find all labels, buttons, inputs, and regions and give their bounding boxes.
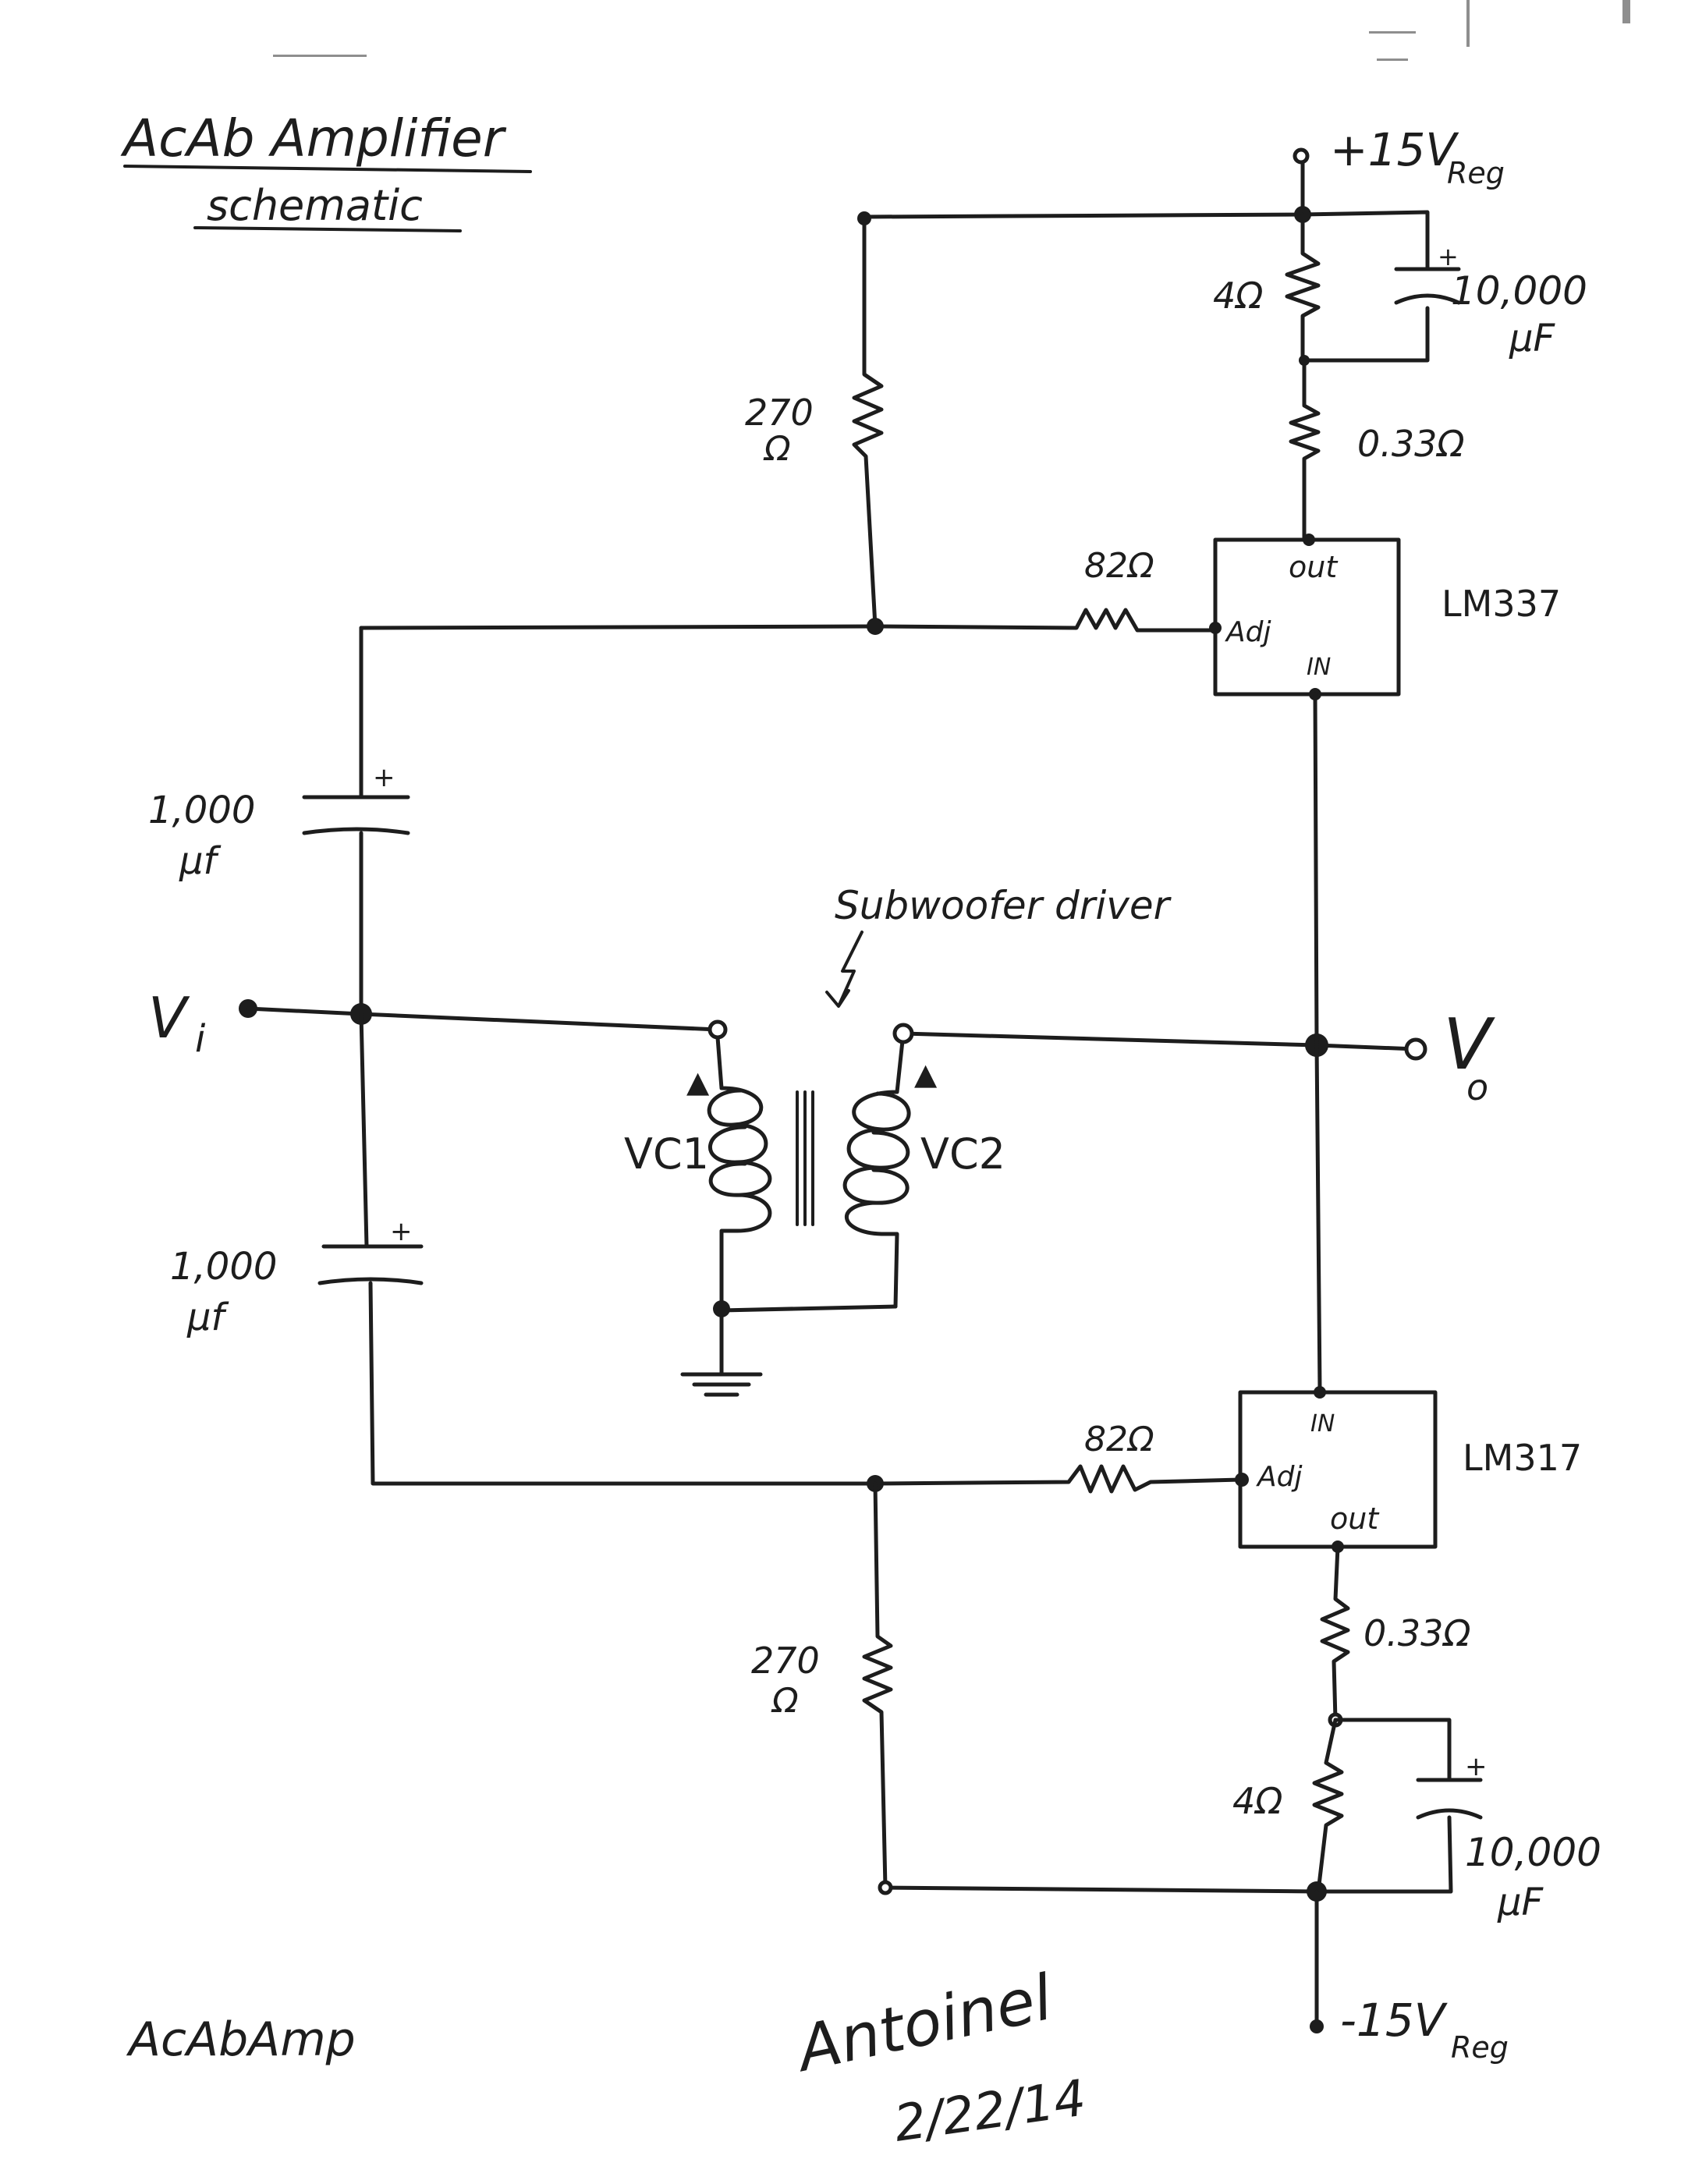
scan-marks	[273, 0, 1630, 61]
upper-cap-unit: µF	[1509, 317, 1556, 360]
upper-0-33ohm-label: 0.33Ω	[1357, 423, 1465, 465]
vc2-output-wire	[901, 1031, 1418, 1051]
vi-wire	[246, 1006, 720, 1032]
negative-supply-label: -15V	[1340, 1994, 1449, 2047]
lm317-out-label: out	[1330, 1502, 1380, 1536]
upper-adj-wire	[359, 608, 1218, 633]
vc2-coil	[842, 1031, 911, 1309]
upper-1000uf-value: 1,000	[148, 789, 255, 832]
upper-1000uf-capacitor	[302, 795, 410, 835]
upper-1000uf-unit: µf	[179, 839, 222, 883]
lower-1000uf-capacitor	[317, 1244, 424, 1285]
negative-supply-subscript: Reg	[1451, 2030, 1509, 2065]
transformer-core	[796, 1090, 814, 1226]
upper-82ohm-label: 82Ω	[1084, 546, 1154, 586]
vc1-top-terminal	[707, 1019, 728, 1040]
upper-0-33ohm-resistor	[1289, 358, 1321, 542]
driver-arrow	[825, 931, 864, 1008]
vc1-label: VC1	[624, 1129, 709, 1179]
center-vertical-wire	[1313, 692, 1322, 1392]
lower-network-wire	[883, 1718, 1453, 1894]
lower-cap-plus: +	[1465, 1751, 1488, 1782]
lm337-out-label: out	[1289, 550, 1339, 584]
lm337-adj-pin	[1209, 622, 1222, 634]
lower-4ohm-label: 4Ω	[1232, 1780, 1282, 1822]
subtitle: schematic	[207, 181, 423, 230]
positive-supply-subscript: Reg	[1447, 156, 1505, 190]
coil-bottom-wire	[719, 1304, 898, 1313]
lm317-name: LM317	[1463, 1437, 1582, 1479]
vi-label: V	[148, 985, 190, 1051]
upper-adj-node	[867, 618, 884, 635]
upper-1000uf-plus: +	[373, 762, 395, 793]
vi-subscript: i	[195, 1017, 206, 1061]
lower-270ohm-resistor	[862, 1481, 893, 1890]
positive-supply-label: +15V	[1330, 123, 1459, 176]
lm317-in-label: IN	[1310, 1410, 1335, 1438]
lower-adj-wire	[873, 1464, 1243, 1494]
driver-label: Subwoofer driver	[835, 883, 1172, 928]
vc1-coil	[707, 1035, 772, 1313]
upper-270ohm-unit: Ω	[763, 429, 791, 469]
vc1-polarity-mark: ▲	[686, 1065, 710, 1099]
subtitle-underline	[193, 226, 462, 232]
lower-4ohm-resistor	[1312, 1718, 1344, 1894]
lower-cap-unit: µF	[1497, 1881, 1544, 1924]
upper-270ohm-resistor	[852, 216, 884, 629]
upper-wire-top	[862, 160, 1430, 363]
upper-4ohm-label: 4Ω	[1213, 275, 1263, 317]
lower-left-node	[878, 1880, 893, 1895]
vo-terminal	[1404, 1037, 1427, 1061]
positive-supply-terminal	[1293, 147, 1310, 165]
lm337-out-pin	[1303, 534, 1315, 546]
lower-270ohm-value: 270	[751, 1640, 820, 1682]
lower-1000uf-unit: µf	[186, 1296, 229, 1339]
vc2-top-terminal	[892, 1023, 914, 1044]
upper-cap-value: 10,000	[1451, 268, 1587, 314]
lm317-adj-label: Adj	[1256, 1461, 1302, 1493]
ground-symbol	[680, 1306, 763, 1397]
upper-270ohm-value: 270	[745, 392, 814, 434]
lower-1000uf-plus: +	[390, 1216, 413, 1247]
date: 2/22/14	[891, 2069, 1090, 2154]
lower-0-33ohm-label: 0.33Ω	[1364, 1612, 1471, 1654]
upper-cap-plus: +	[1438, 242, 1459, 271]
negative-supply-terminal	[1310, 2019, 1324, 2033]
lower-cap-value: 10,000	[1465, 1830, 1601, 1875]
lm337-adj-label: Adj	[1225, 616, 1271, 648]
lm317-in-pin	[1314, 1386, 1326, 1399]
upper-10000uf-capacitor	[1394, 267, 1461, 305]
footer-label: AcAbAmp	[126, 2012, 356, 2067]
lower-10000uf-capacitor	[1416, 1778, 1483, 1820]
author-signature: Antoinel	[788, 1961, 1059, 2086]
vo-subscript: o	[1466, 1066, 1488, 1108]
vc2-polarity-mark: ▲	[914, 1057, 938, 1091]
title-underline	[123, 165, 532, 173]
lower-270ohm-unit: Ω	[771, 1681, 799, 1721]
left-lower-wire	[359, 1012, 878, 1486]
title: AcAb Amplifier	[120, 108, 507, 168]
lower-82ohm-label: 82Ω	[1084, 1420, 1154, 1459]
lower-1000uf-value: 1,000	[170, 1245, 277, 1289]
lower-0-33ohm-resistor	[1320, 1544, 1350, 1722]
lm337-in-label: IN	[1307, 654, 1331, 681]
upper-4ohm-resistor	[1285, 212, 1321, 363]
vo-label: V	[1443, 1004, 1495, 1086]
vc2-label: VC2	[920, 1129, 1005, 1179]
lm337-name: LM337	[1442, 583, 1561, 625]
